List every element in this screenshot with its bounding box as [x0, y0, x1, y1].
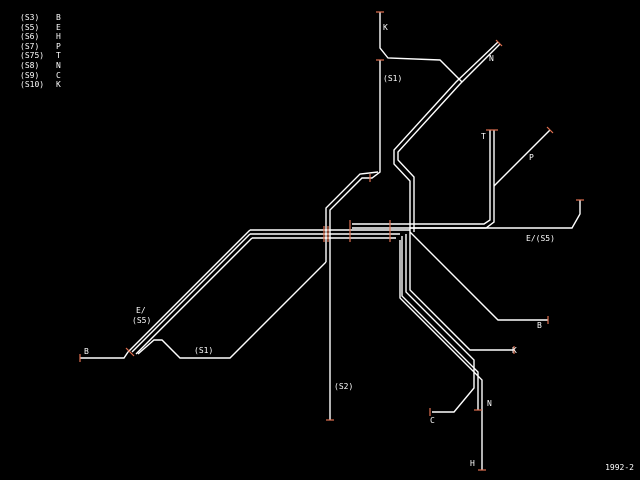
track-s1-south	[137, 261, 327, 359]
track-n-north-2	[397, 43, 501, 232]
track-k-east	[409, 232, 514, 351]
line-legend: (S3)B(S5)E(S6)H(S7)P(S75)T(S8)N(S9)C(S10…	[20, 13, 61, 90]
label-c-bottom: C	[430, 416, 435, 425]
label-h-bottom: H	[470, 459, 475, 468]
legend-line: (S10)	[20, 80, 45, 90]
legend-row: (S10) K	[20, 80, 61, 90]
track-b-west	[80, 351, 129, 359]
track-s1-north-2	[325, 171, 379, 232]
legend-line: (S9)	[20, 70, 40, 80]
track-e-east	[410, 200, 581, 229]
label-k-right: K	[512, 346, 517, 355]
footer-code: 1992-2	[605, 463, 634, 472]
legend-line: (S5)	[20, 22, 40, 32]
legend-terminus: P	[56, 41, 61, 51]
label-p-right: P	[529, 153, 534, 162]
legend-terminus: T	[56, 51, 61, 61]
label-e-s5-right: E/(S5)	[526, 234, 555, 243]
legend-terminus: E	[56, 22, 61, 32]
track-n-north	[393, 41, 499, 232]
terminus-p	[546, 126, 554, 134]
track-south-3	[399, 240, 483, 470]
legend-row: (S8) N	[20, 61, 61, 71]
track-south-1	[405, 234, 475, 413]
legend-row: (S7) P	[20, 42, 61, 52]
legend-terminus: B	[56, 13, 61, 22]
legend-line: (S75)	[20, 51, 45, 61]
label-t-right: T	[481, 132, 486, 141]
label-s1-top: (S1)	[383, 74, 402, 83]
legend-row: (S3) B	[20, 13, 61, 23]
legend-terminus: N	[56, 60, 61, 70]
legend-terminus: C	[56, 70, 61, 80]
label-n-top: N	[489, 54, 494, 63]
track-b-east	[409, 231, 548, 321]
label-e-left: E/	[136, 306, 146, 315]
label-b-right: B	[537, 321, 542, 330]
label-k-top: K	[383, 23, 388, 32]
label-s5-left: (S5)	[132, 316, 151, 325]
track-t-2	[352, 130, 495, 229]
legend-line: (S3)	[20, 13, 40, 22]
legend-row: (S5) E	[20, 23, 61, 33]
label-n-bottom: N	[487, 399, 492, 408]
label-s2-bottom: (S2)	[334, 382, 353, 391]
terminus-n-north	[495, 39, 503, 47]
track-k-north	[379, 12, 463, 83]
legend-row: (S6) H	[20, 32, 61, 42]
legend-line: (S6)	[20, 32, 40, 42]
legend-terminus: H	[56, 32, 61, 42]
legend-line: (S8)	[20, 60, 40, 70]
label-b-left: B	[84, 347, 89, 356]
station-tick-6	[125, 347, 135, 357]
track-p	[493, 129, 551, 187]
track-t	[352, 130, 491, 225]
legend-row: (S75) T	[20, 51, 61, 61]
track-s1-north	[329, 60, 381, 232]
track-e-west-1	[127, 229, 251, 353]
legend-terminus: K	[56, 80, 61, 90]
track-e-west-3	[135, 237, 253, 355]
label-s1-bottom: (S1)	[194, 346, 213, 355]
legend-row: (S9) C	[20, 71, 61, 81]
track-e-west-2	[131, 233, 251, 353]
track-south-2	[401, 236, 479, 410]
legend-line: (S7)	[20, 41, 40, 51]
